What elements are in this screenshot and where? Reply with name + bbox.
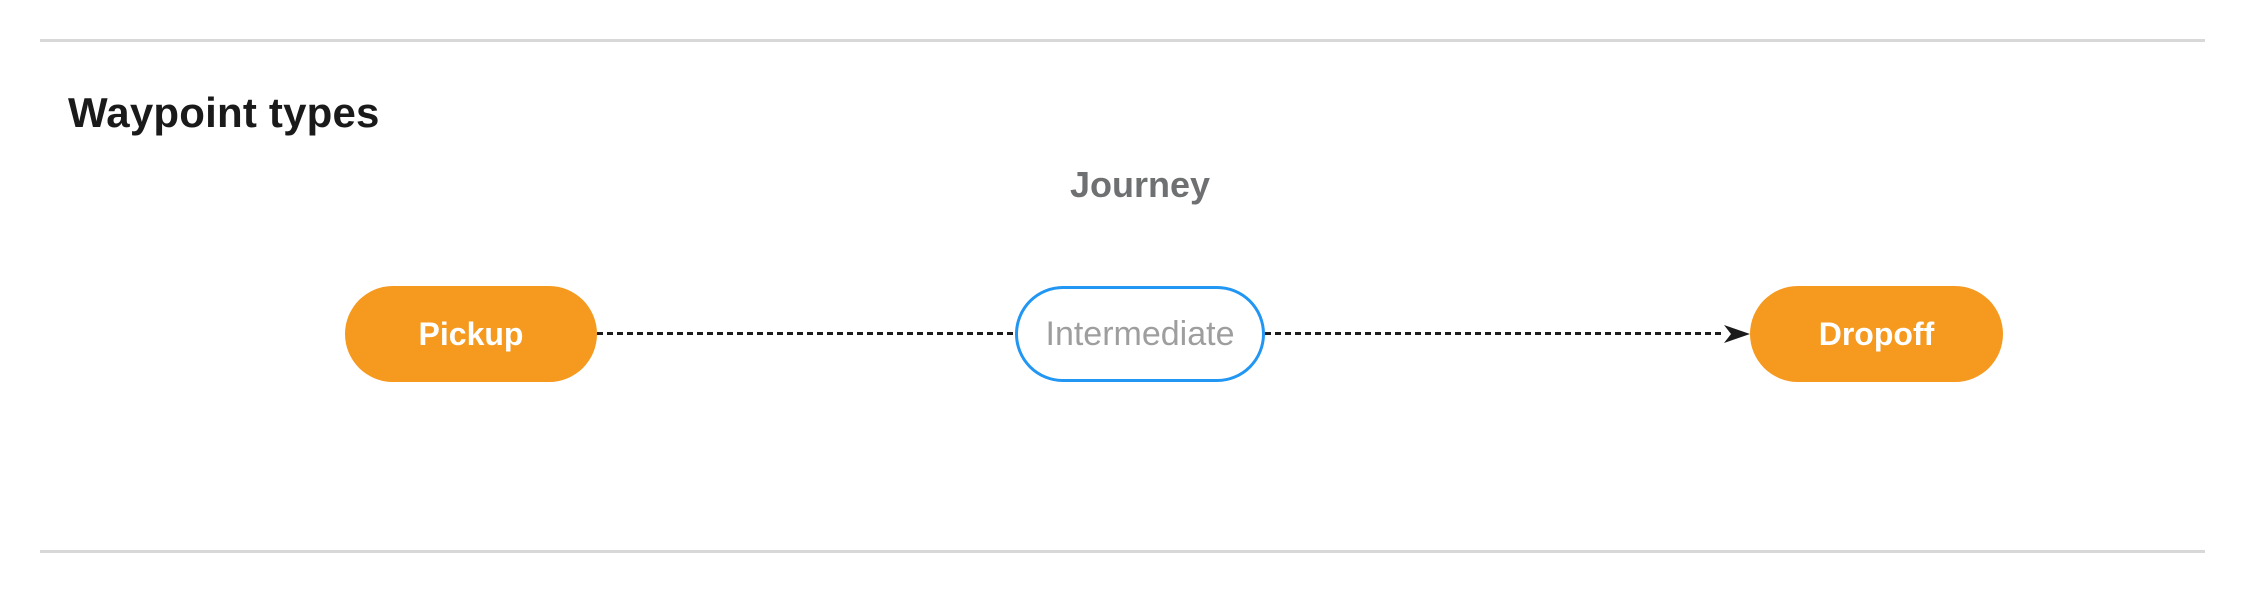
journey-cluster-label: Journey <box>1069 164 1211 205</box>
pickup-to-intermediate-connector <box>597 332 1015 335</box>
intermediate-to-dropoff-connector <box>1265 332 1723 335</box>
dropoff-node: Dropoff <box>1750 286 2003 382</box>
arrowhead-icon <box>1724 325 1750 343</box>
top-divider <box>40 39 2205 42</box>
intermediate-node: Intermediate <box>1015 286 1265 382</box>
pickup-node: Pickup <box>345 286 597 382</box>
page-title: Waypoint types <box>68 89 380 137</box>
bottom-divider <box>40 550 2205 553</box>
dropoff-node-label: Dropoff <box>1818 315 1935 352</box>
pickup-node-label: Pickup <box>418 315 524 352</box>
intermediate-node-label: Intermediate <box>1045 314 1235 353</box>
